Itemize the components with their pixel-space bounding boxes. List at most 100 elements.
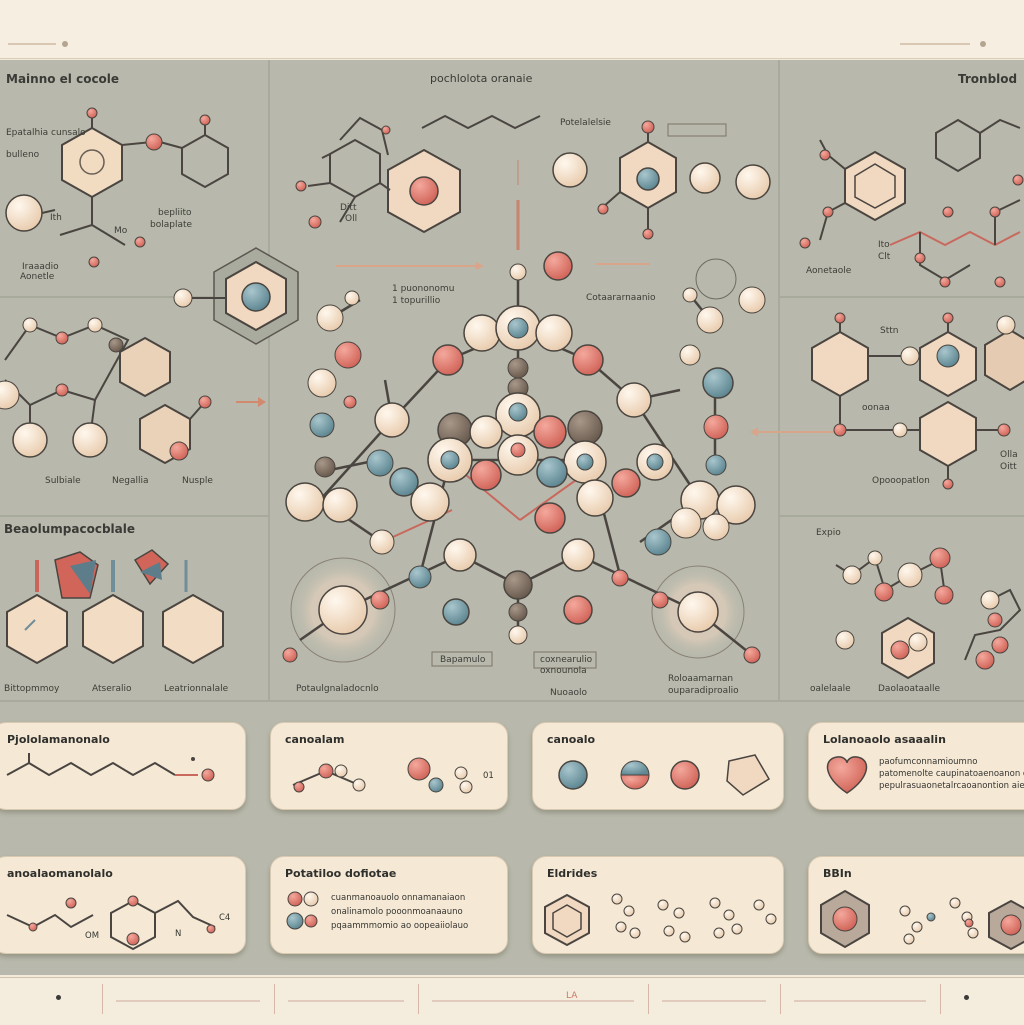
info-card[interactable]: BBIn (808, 856, 1024, 954)
atom-oxygen (534, 502, 566, 534)
label-box (667, 123, 727, 137)
bond (321, 153, 331, 159)
atom-oxygen (543, 251, 573, 281)
bond (41, 209, 56, 214)
prism-shape (70, 560, 96, 594)
info-card[interactable]: canoalo (532, 722, 784, 810)
atom-hydrogen (980, 590, 1000, 610)
footer-cell (102, 984, 275, 1014)
atom-oxygen (642, 228, 654, 240)
panel-label: Opooopatlon (872, 476, 930, 486)
panel-label: oonaa (862, 403, 890, 413)
card-text: patomenolte caupinatoaenoanon caio (879, 769, 1024, 779)
atom-oxygen (890, 640, 910, 660)
atom-hydrogen (670, 507, 702, 539)
atom-hydrogen (316, 304, 344, 332)
atom-nitrogen (440, 450, 460, 470)
atom-hydrogen (900, 346, 920, 366)
info-card[interactable]: anoalaomanolalo OM N C4 (0, 856, 246, 954)
card-molecule (292, 757, 473, 794)
atom-oxygen (703, 414, 729, 440)
bond-chain (339, 116, 389, 156)
atom-oxygen (308, 215, 322, 229)
atom-oxygen (799, 237, 811, 249)
atom-hydrogen (735, 164, 771, 200)
atom-hydrogen (469, 415, 503, 449)
atom-nitrogen (442, 598, 470, 626)
hexagon-node (173, 247, 299, 345)
info-card[interactable]: canoalam 01 (270, 722, 508, 810)
benzene-ring (181, 133, 229, 189)
atom-hydrogen (842, 565, 862, 585)
atom-nitrogen (507, 317, 529, 339)
panel-label: Daolaoataalle (878, 684, 941, 694)
panel-label: Sttn (880, 326, 899, 336)
panel-label: Oll (345, 214, 358, 224)
info-card[interactable]: Lolanoaolo asaaalin paofumconnamioumno p… (808, 722, 1024, 810)
panel-label: oxnounola (540, 666, 587, 676)
atom-oxygen (834, 312, 846, 324)
diagram-board (0, 60, 1024, 975)
atom-hydrogen (374, 402, 410, 438)
info-card[interactable]: Eldrides (532, 856, 784, 954)
panel-title-mid-left: Beaolumpacocblale (4, 522, 135, 536)
atom-carbon (508, 602, 528, 622)
atom-oxygen (432, 344, 464, 376)
card-molecule (6, 753, 215, 782)
panel-top-left (5, 107, 229, 268)
panel-mid-left (6, 549, 224, 665)
top-bar-rule (900, 43, 970, 45)
atom-oxygen (597, 203, 609, 215)
panel-top-right (799, 118, 1024, 288)
atom-oxygen (334, 341, 362, 369)
atom-carbon (314, 456, 336, 478)
panel-label: Potaulgnaladocnlo (296, 684, 379, 694)
info-card[interactable]: Pjololamanonalo (0, 722, 246, 810)
atom-oxygen (874, 582, 894, 602)
top-bar-rule (8, 43, 56, 45)
card-text: paofumconnamioumno (879, 757, 978, 767)
footer-mark: LA (566, 991, 578, 1001)
bond (159, 141, 183, 149)
atom-hydrogen (702, 513, 730, 541)
bond-chain (889, 230, 1021, 247)
panel-right-cluster (811, 312, 1024, 490)
atom-nitrogen (389, 467, 419, 497)
atom-oxygen (510, 442, 526, 458)
benzene-ring (119, 336, 171, 398)
panel-label: Negallia (112, 476, 149, 486)
atom-oxygen (611, 569, 629, 587)
atom-oxygen (939, 276, 951, 288)
atom-hydrogen (318, 585, 368, 635)
panel-label: Bapamulo (440, 655, 486, 665)
panel-label: coxnearulio (540, 655, 593, 665)
atom-oxygen (989, 206, 1001, 218)
footer-dot (56, 995, 61, 1000)
atom-hydrogen (285, 482, 325, 522)
panel-label: Olla (1000, 450, 1018, 460)
panel-label: Expio (816, 528, 841, 538)
footer-cell (418, 984, 649, 1014)
atom-nitrogen (646, 453, 664, 471)
card-text: 01 (483, 771, 494, 781)
atom-oxygen (470, 459, 502, 491)
atom-hydrogen (173, 288, 193, 308)
panel-label: 1 topurillio (392, 296, 441, 306)
card-text: cuanmanoauolo onnamanaiaon (331, 893, 466, 903)
atom-oxygen (651, 591, 669, 609)
atom-hydrogen (72, 422, 108, 458)
card-text: OM (85, 931, 100, 941)
atom-nitrogen (366, 449, 394, 477)
bond-chain (919, 232, 971, 282)
panel-label: bulleno (6, 150, 40, 160)
atom-oxygen (641, 120, 655, 134)
atom-oxygen (987, 612, 1003, 628)
atom-hydrogen (12, 422, 48, 458)
atom-oxygen (994, 276, 1006, 288)
footer-cell (648, 984, 781, 1014)
panel-divider (780, 296, 1024, 298)
atom-nitrogen (705, 454, 727, 476)
atom-nitrogen (408, 565, 432, 589)
info-card[interactable]: Potatiloo dofiotae cuanmanoauolo onnaman… (270, 856, 508, 954)
atom-oxygen (282, 647, 298, 663)
